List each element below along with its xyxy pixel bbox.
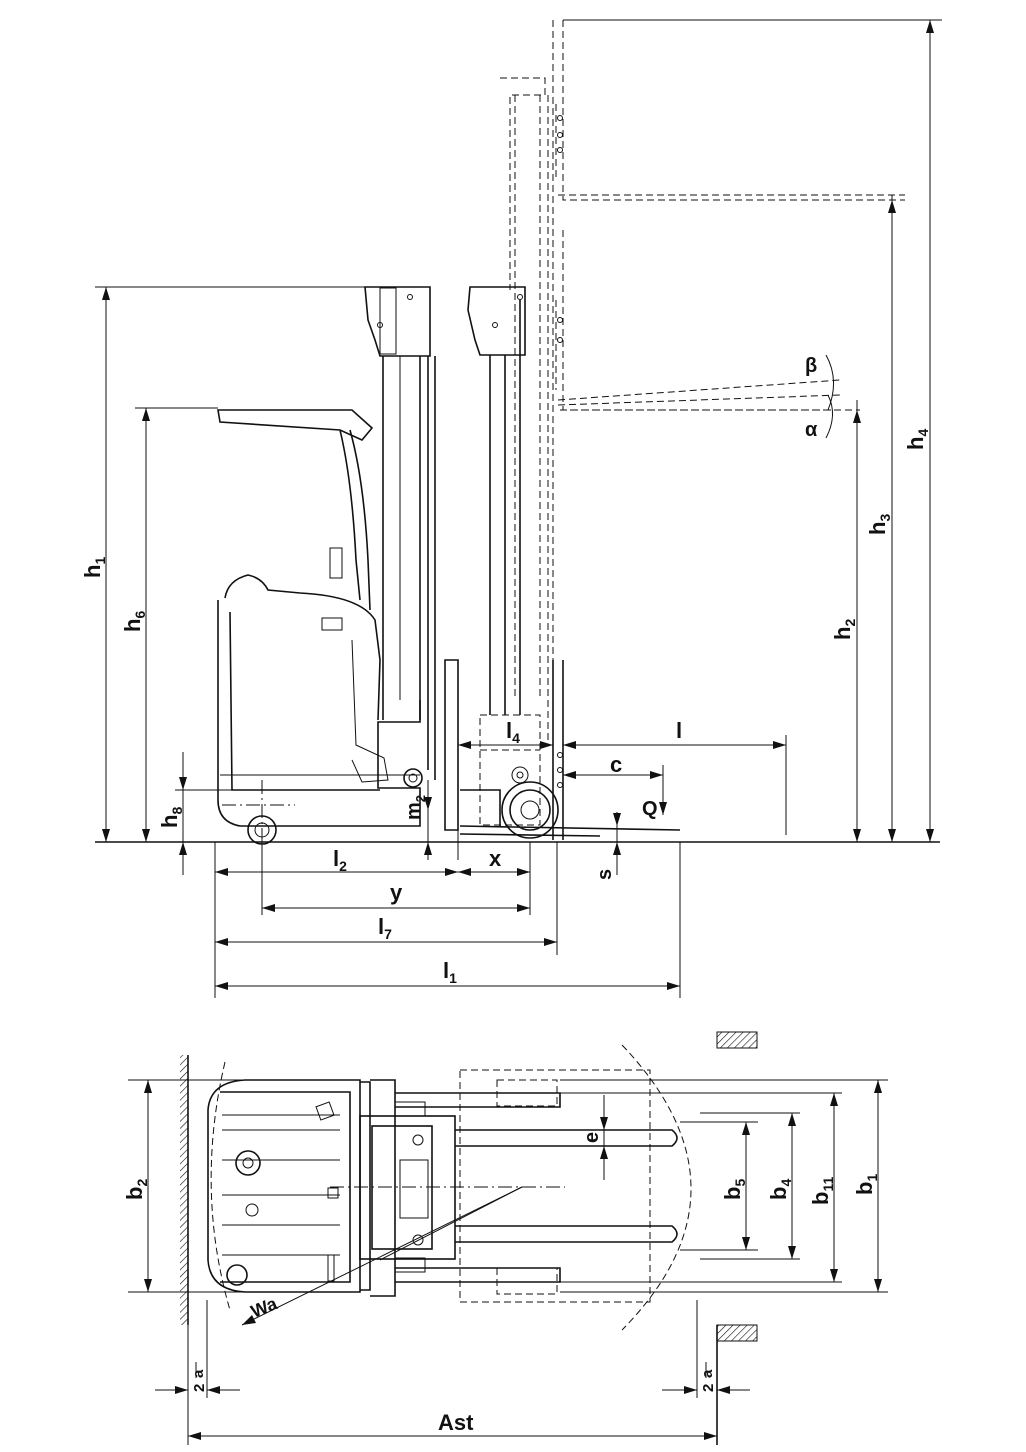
mast-front: [459, 286, 681, 840]
label-s: s: [594, 869, 616, 880]
label-wa: Wa: [248, 1293, 281, 1322]
label-l: l: [676, 718, 682, 743]
mast-extended: [479, 20, 905, 826]
chassis: [217, 574, 423, 845]
mast-retracted: [364, 286, 459, 831]
label-c: c: [610, 752, 622, 777]
overhead-guard: [217, 409, 374, 611]
left-wall: [180, 1055, 189, 1445]
label-two-left: 2: [191, 1384, 208, 1392]
label-h8: h8: [157, 807, 185, 828]
label-alpha: α: [805, 419, 818, 441]
side-view: h1 h6 h8 m2 l4 l c Q s l2 x y l7 l1 h2 h…: [80, 19, 942, 998]
top-labels: b2 e b5 b4 b11 b1 Wa a 2 a 2 Ast: [122, 1132, 880, 1435]
label-y: y: [390, 880, 403, 905]
label-h1: h1: [80, 557, 108, 578]
label-l1: l1: [443, 958, 457, 986]
side-labels: h1 h6 h8 m2 l4 l c Q s l2 x y l7 l1 h2 h…: [80, 355, 931, 986]
label-b2: b2: [122, 1179, 150, 1200]
top-view-dashed: [210, 1044, 692, 1331]
top-dimensions: [128, 1079, 888, 1440]
label-b1: b1: [852, 1174, 880, 1195]
front-wheel: [460, 766, 559, 839]
label-ast: Ast: [438, 1410, 474, 1435]
top-view: b2 e b5 b4 b11 b1 Wa a 2 a 2 Ast: [122, 1031, 888, 1445]
label-beta: β: [805, 355, 817, 377]
turning-radius: [241, 1186, 523, 1326]
label-h2: h2: [830, 619, 858, 640]
label-a-left: a: [190, 1369, 207, 1378]
label-x: x: [489, 846, 502, 871]
label-m2: m2: [403, 795, 428, 820]
label-b4: b4: [766, 1179, 794, 1200]
label-h3: h3: [865, 514, 893, 535]
wall-marker-bottom: [716, 1324, 758, 1342]
label-q: Q: [642, 798, 658, 820]
label-l4: l4: [506, 718, 520, 746]
label-b5: b5: [720, 1179, 748, 1200]
label-b11: b11: [808, 1177, 836, 1205]
label-e: e: [581, 1132, 603, 1143]
label-a-right: a: [699, 1369, 716, 1378]
wall-marker-top: [716, 1031, 758, 1049]
label-two-right: 2: [700, 1384, 717, 1392]
truck-top: [207, 1079, 678, 1297]
side-dimensions: [95, 19, 942, 998]
label-l2: l2: [333, 846, 347, 874]
label-h6: h6: [120, 611, 148, 632]
label-h4: h4: [903, 429, 931, 450]
label-l7: l7: [378, 914, 392, 942]
